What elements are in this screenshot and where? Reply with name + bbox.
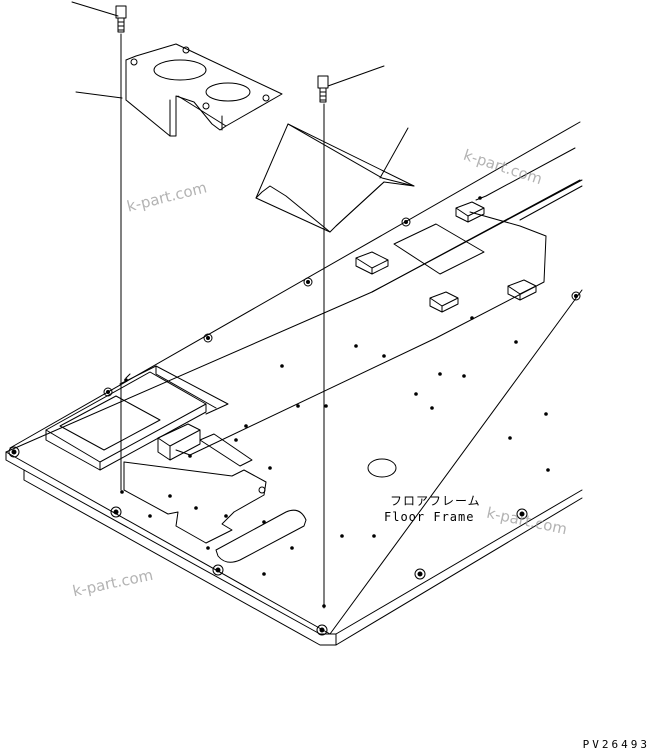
- floor-frame-plate: [5, 121, 583, 646]
- wedge-cover: [255, 123, 415, 233]
- leader-line-cover: [379, 127, 409, 179]
- bolt-left: [115, 5, 127, 33]
- drawing-code: PV26493: [582, 738, 650, 751]
- mounting-block-4: [507, 279, 537, 301]
- floor-hole: [367, 458, 397, 478]
- mounting-block-2: [429, 291, 459, 313]
- part-label-jp: フロアフレーム: [390, 494, 481, 508]
- leader-line-bolt-center: [327, 65, 385, 87]
- console-base-block: [45, 365, 229, 471]
- mounting-block-left: [157, 423, 201, 461]
- plate-small-holes: [120, 196, 550, 608]
- mounting-block-1: [355, 251, 389, 275]
- leader-line-bracket: [75, 91, 123, 99]
- mounting-block-3: [455, 201, 485, 223]
- access-panel: [393, 223, 485, 275]
- bolt-center: [317, 75, 329, 103]
- leader-line-bolt-left: [71, 1, 119, 17]
- part-label-en: Floor Frame: [384, 510, 475, 524]
- mounting-holes: [8, 217, 581, 636]
- cover-bracket: [125, 43, 283, 137]
